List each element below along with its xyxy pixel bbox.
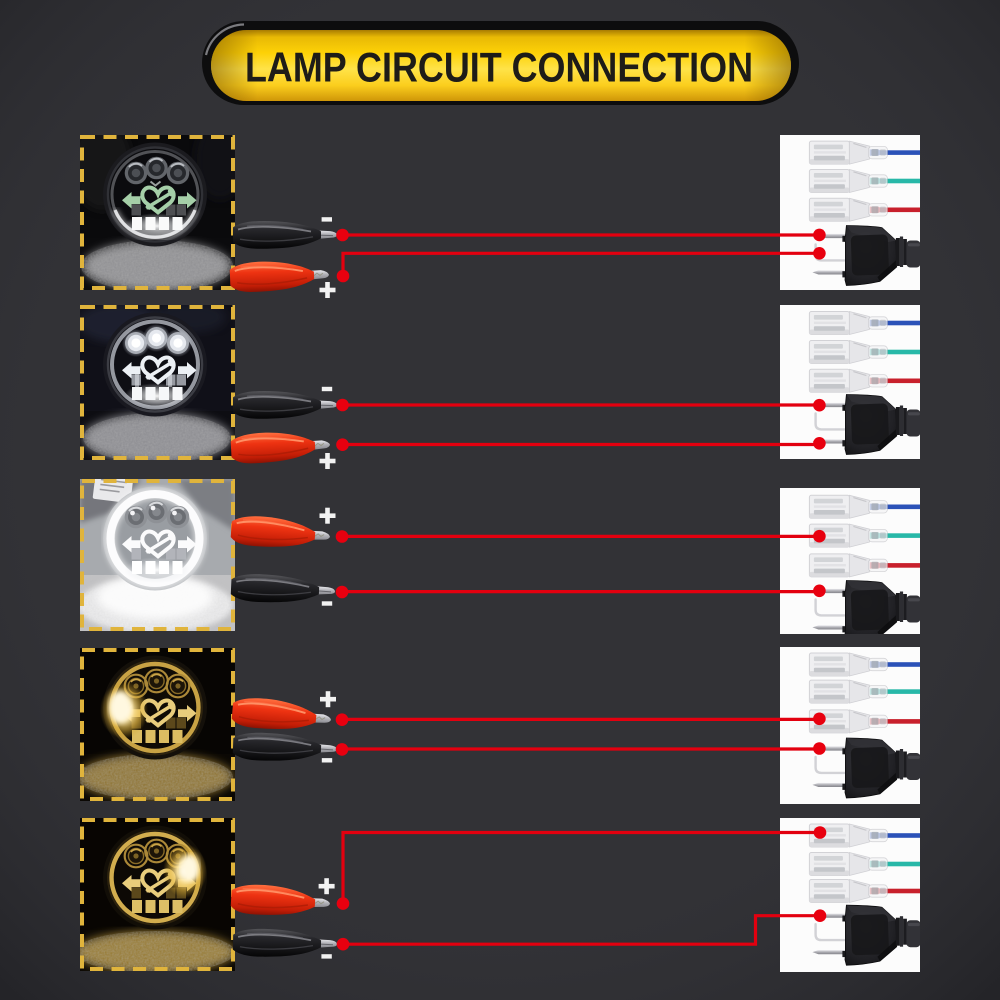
svg-text:LAMP CIRCUIT CONNECTION: LAMP CIRCUIT CONNECTION xyxy=(245,44,753,91)
